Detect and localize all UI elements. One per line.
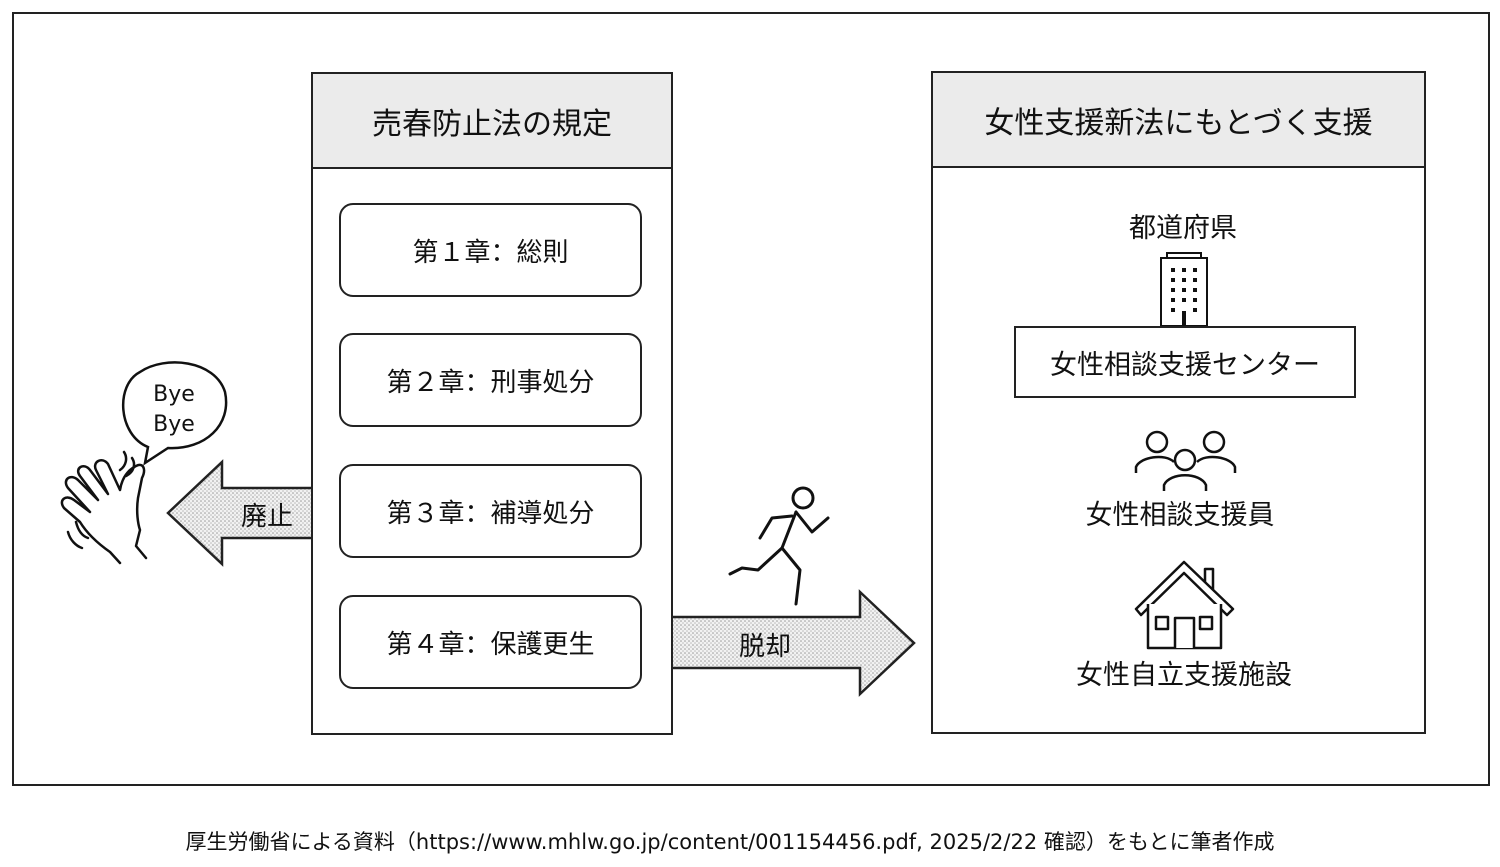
support-staff-label: 女性相談支援員	[1085, 500, 1275, 531]
women-support-law-panel: 女性支援新法にもとづく支援	[931, 71, 1426, 734]
abolish-label: 廃止	[240, 502, 293, 532]
chapter-box: 第４章：保護更生	[339, 595, 642, 689]
panel-title: 売春防止法の規定	[313, 74, 671, 169]
bubble-line-1: Bye	[153, 382, 195, 407]
bubble-line-2: Bye	[153, 412, 195, 437]
house-icon	[1134, 560, 1235, 650]
escape-arrow	[638, 589, 916, 697]
people-icon	[1134, 430, 1237, 491]
escape-label: 脱却	[738, 632, 791, 662]
prefecture-label: 都道府県	[1129, 213, 1237, 244]
source-caption: 厚生労働省による資料（https://www.mhlw.go.jp/conten…	[185, 830, 1275, 854]
outer-frame	[12, 12, 1490, 786]
support-facility-label: 女性自立支援施設	[1076, 660, 1292, 691]
support-center-box: 女性相談支援センター	[1014, 326, 1356, 398]
panel-title: 女性支援新法にもとづく支援	[933, 73, 1424, 168]
speech-bubble	[121, 361, 228, 466]
bye-bye-text: Bye Bye	[130, 380, 218, 440]
runner-icon	[728, 486, 830, 606]
chapter-box: 第３章：補導処分	[339, 464, 642, 558]
chapter-box: 第１章：総則	[339, 203, 642, 297]
building-icon	[1160, 252, 1208, 327]
chapter-box: 第２章：刑事処分	[339, 333, 642, 427]
waving-hand-icon	[60, 450, 148, 565]
